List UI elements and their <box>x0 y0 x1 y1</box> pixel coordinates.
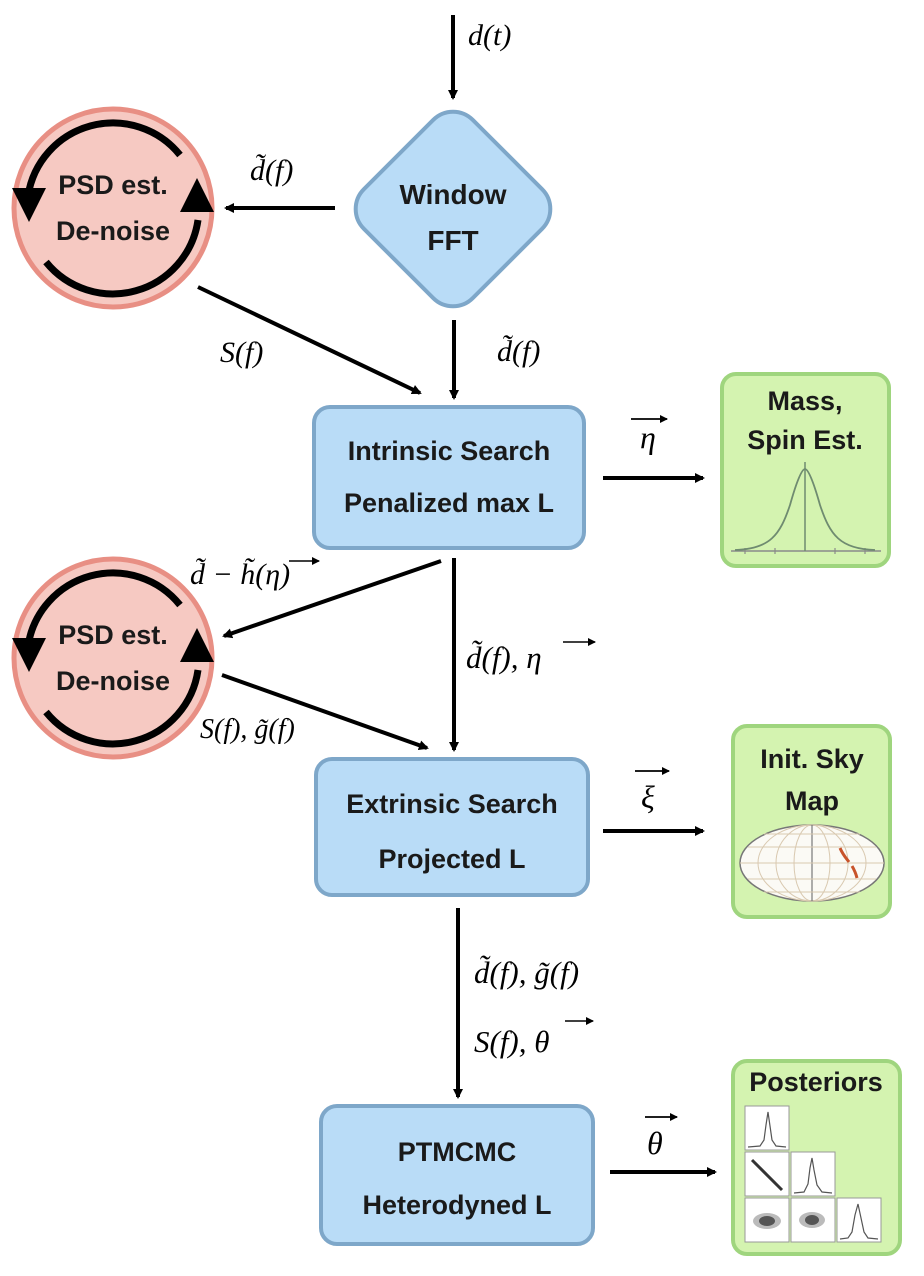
intrinsic-line1: Intrinsic Search <box>348 436 551 466</box>
extrinsic-search-node: Extrinsic Search Projected L <box>314 757 590 897</box>
psd-node-top: PSD est. De-noise <box>11 106 215 310</box>
label-psd-to-intrinsic: S(f) <box>220 336 263 369</box>
label-extrinsic-to-ptmcmc-2: S(f), θ <box>474 1024 550 1059</box>
label-fft-to-psd: d̃(f) <box>250 154 293 187</box>
label-intrinsic-to-extrinsic: d̃(f), η <box>466 640 542 675</box>
sky-map-output: Init. Sky Map <box>731 724 892 919</box>
label-psd-to-extrinsic: S(f), g̃(f) <box>200 714 295 745</box>
window-fft-line2: FFT <box>427 225 478 256</box>
arrow-psd-to-intrinsic <box>197 285 422 395</box>
mass-spin-line1: Mass, <box>767 386 842 416</box>
corner-plot-icon <box>744 1105 882 1243</box>
ptmcmc-line1: PTMCMC <box>398 1137 516 1167</box>
label-intrinsic-out-group: η <box>631 415 668 455</box>
label-fft-to-intrinsic: d̃(f) <box>497 335 540 368</box>
cycle-arrows-icon <box>12 119 214 298</box>
arrow-residual <box>222 559 442 639</box>
extrinsic-line2: Projected L <box>378 844 525 874</box>
edge-labels: d(t) d̃(f) S(f) d̃(f) η d̃ − h̃(η) d̃(f)… <box>190 19 678 1161</box>
sky-map-line1: Init. Sky <box>760 744 864 774</box>
gaussian-plot-icon <box>731 462 881 554</box>
ptmcmc-node: PTMCMC Heterodyned L <box>319 1104 595 1246</box>
psd-mid-line1: PSD est. <box>58 620 168 650</box>
posteriors-output: Posteriors <box>731 1059 902 1256</box>
window-fft-line1: Window <box>399 179 506 210</box>
intrinsic-search-node: Intrinsic Search Penalized max L <box>312 405 586 550</box>
arrow-psd-to-extrinsic <box>221 673 429 751</box>
window-fft-node: Window FFT <box>353 109 553 309</box>
label-extrinsic-out: ξ <box>641 779 655 815</box>
mass-spin-output: Mass, Spin Est. <box>720 372 891 568</box>
label-residual-group: d̃ − h̃(η) <box>190 557 320 591</box>
label-input: d(t) <box>468 19 511 52</box>
label-extrinsic-to-ptmcmc-2-group: S(f), θ <box>474 1017 594 1059</box>
psd-mid-line2: De-noise <box>56 666 170 696</box>
sky-map-line2: Map <box>785 786 839 816</box>
psd-top-line2: De-noise <box>56 216 170 246</box>
label-residual: d̃ − h̃(η) <box>190 558 290 591</box>
label-extrinsic-out-group: ξ <box>635 767 670 815</box>
label-ptmcmc-out: θ <box>647 1125 663 1161</box>
cycle-arrows-icon <box>12 569 214 748</box>
label-intrinsic-out: η <box>640 419 656 455</box>
psd-node-mid: PSD est. De-noise <box>11 556 215 760</box>
intrinsic-line2: Penalized max L <box>344 488 554 518</box>
label-extrinsic-to-ptmcmc-1: d̃(f), g̃(f) <box>474 955 579 990</box>
arrows <box>197 15 717 1177</box>
psd-top-line1: PSD est. <box>58 170 168 200</box>
label-ptmcmc-out-group: θ <box>645 1113 678 1161</box>
label-intrinsic-to-extrinsic-group: d̃(f), η <box>466 638 596 675</box>
mollweide-map-icon <box>739 824 885 902</box>
ptmcmc-line2: Heterodyned L <box>362 1190 551 1220</box>
mass-spin-line2: Spin Est. <box>747 425 863 455</box>
extrinsic-line1: Extrinsic Search <box>346 789 558 819</box>
posteriors-title: Posteriors <box>749 1067 883 1097</box>
